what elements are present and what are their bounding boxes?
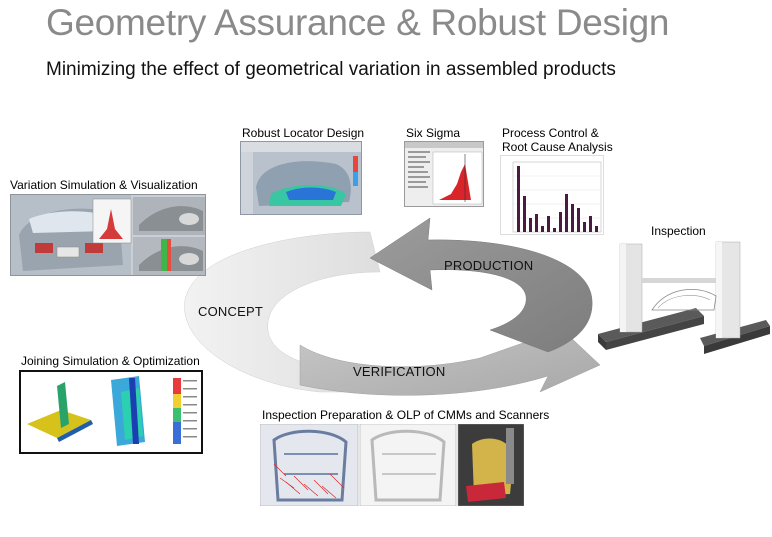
robust-locator-image xyxy=(240,141,362,215)
inspection-prep-image xyxy=(260,424,524,506)
six-sigma-image xyxy=(404,141,484,207)
cycle-arrow-verification xyxy=(299,317,601,396)
stage-label-concept: CONCEPT xyxy=(198,304,263,319)
joining-sim-image xyxy=(19,370,203,454)
caption-inspection: Inspection xyxy=(651,224,706,238)
inspection-image xyxy=(596,238,770,362)
variation-sim-image xyxy=(10,194,206,276)
caption-process-control-line2: Root Cause Analysis xyxy=(502,140,613,154)
page-subtitle: Minimizing the effect of geometrical var… xyxy=(46,59,616,80)
caption-six-sigma: Six Sigma xyxy=(406,126,461,140)
caption-variation-sim: Variation Simulation & Visualization xyxy=(10,178,198,192)
caption-process-control-line1: Process Control & xyxy=(502,126,599,140)
process-control-chart-image xyxy=(500,155,604,235)
caption-inspection-prep: Inspection Preparation & OLP of CMMs and… xyxy=(262,408,550,422)
caption-joining-sim: Joining Simulation & Optimization xyxy=(21,354,200,368)
stage-label-verification: VERIFICATION xyxy=(353,364,446,379)
stage-label-production: PRODUCTION xyxy=(444,258,534,273)
page-title: Geometry Assurance & Robust Design xyxy=(46,2,670,43)
caption-robust-locator: Robust Locator Design xyxy=(242,126,365,140)
cycle-arrow-production xyxy=(369,217,593,353)
